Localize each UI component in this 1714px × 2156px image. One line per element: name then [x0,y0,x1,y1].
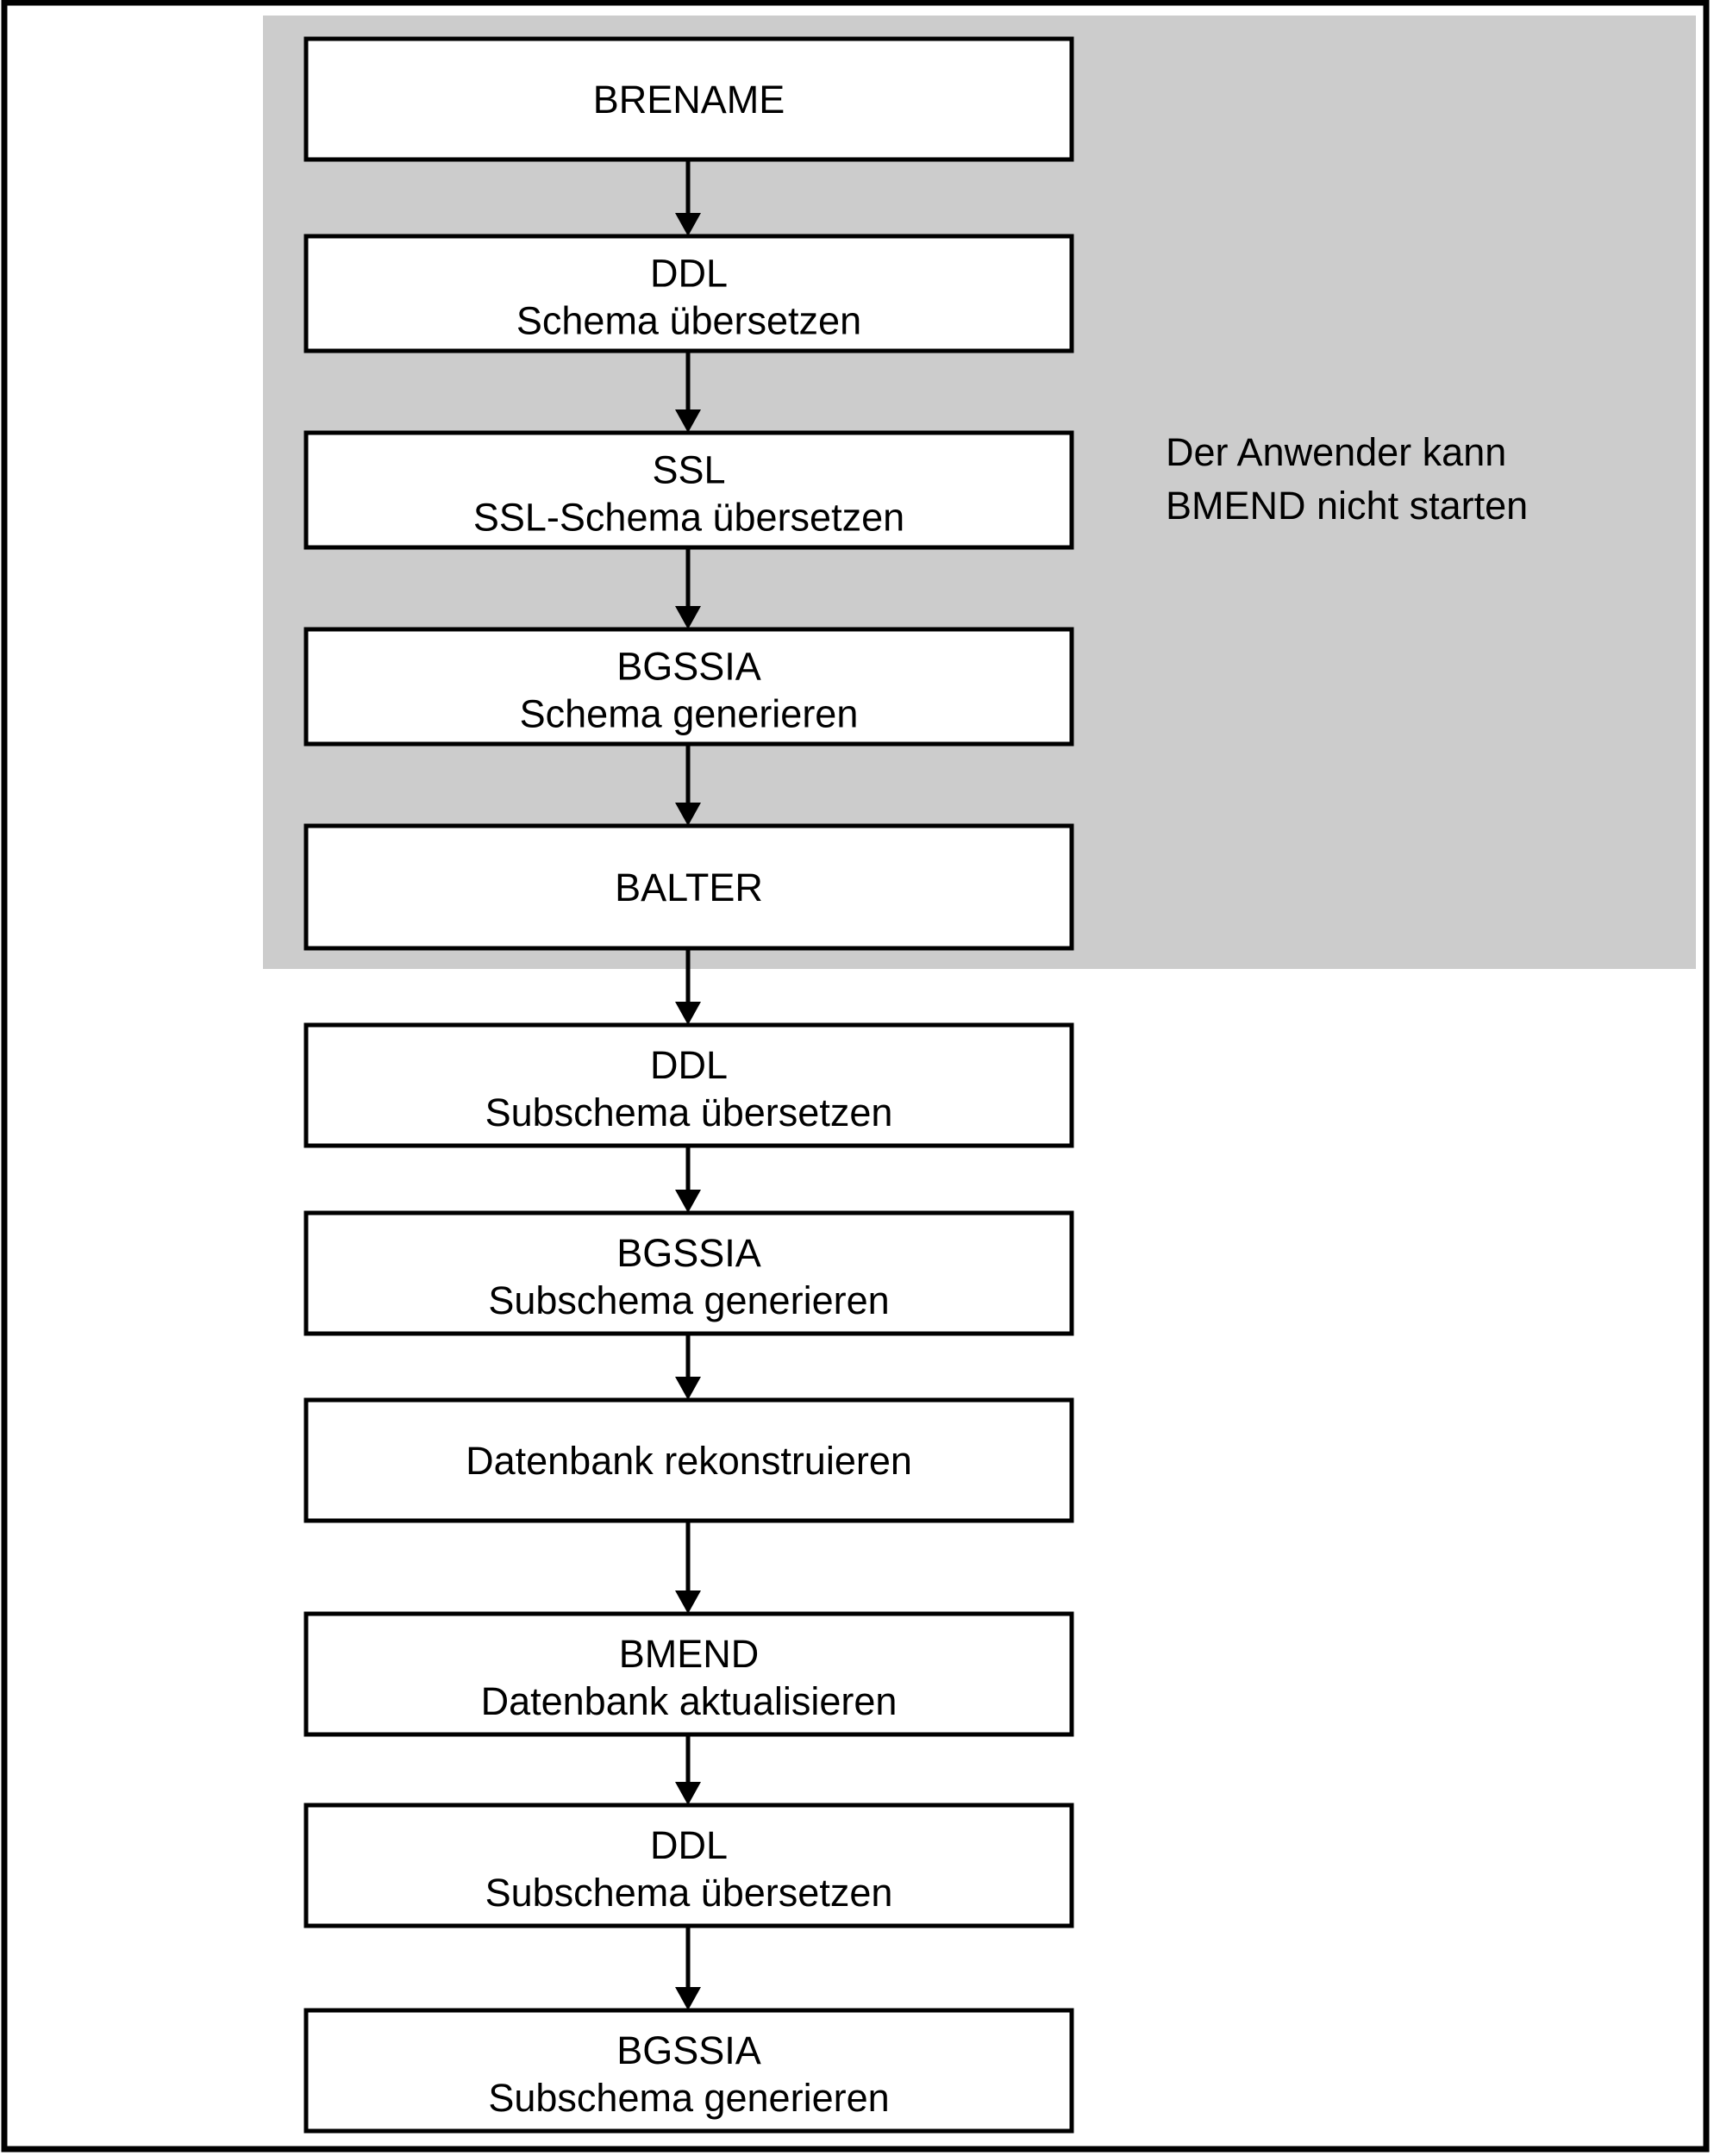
flow-arrow [675,1926,701,2010]
flow-node-balter[interactable]: BALTER [303,823,1074,951]
flow-arrow [675,547,701,629]
connectors-layer [675,159,701,2010]
arrow-head-icon [675,1987,701,2010]
node-subtitle: Subschema übersetzen [485,1090,893,1134]
node-box[interactable] [303,823,1074,951]
node-subtitle: SSL-Schema übersetzen [473,496,904,540]
node-box[interactable] [303,1210,1074,1336]
annotation-line-2: BMEND nicht starten [1166,484,1528,528]
node-box[interactable] [303,1397,1074,1523]
node-title: BMEND [619,1632,760,1676]
flow-arrow [675,159,701,236]
flow-node-datenbank-rekonstruieren[interactable]: Datenbank rekonstruieren [303,1397,1074,1523]
arrow-head-icon [675,1782,701,1805]
node-title: Datenbank rekonstruieren [466,1439,912,1483]
flow-arrow [675,1521,701,1614]
arrow-head-icon [675,409,701,433]
flow-arrow [675,1734,701,1805]
node-title: SSL [652,448,725,492]
node-box[interactable] [303,430,1074,550]
node-box[interactable] [303,1611,1074,1737]
flow-arrow [675,1334,701,1400]
arrow-head-icon [675,1377,701,1400]
node-box[interactable] [303,1022,1074,1148]
flow-arrow [675,744,701,826]
node-subtitle: Subschema generieren [488,2076,889,2120]
flow-node-brename[interactable]: BRENAME [303,36,1074,162]
node-subtitle: Datenbank aktualisieren [481,1679,898,1723]
flow-arrow [675,948,701,1025]
arrow-head-icon [675,803,701,826]
node-box[interactable] [303,234,1074,353]
arrow-head-icon [675,213,701,236]
node-title: DDL [650,1043,728,1087]
arrow-head-icon [675,1190,701,1213]
flow-arrow [675,1146,701,1213]
node-box[interactable] [303,2008,1074,2134]
flow-arrow [675,351,701,433]
node-title: DDL [650,1823,728,1867]
node-box[interactable] [303,1803,1074,1928]
node-subtitle: Schema generieren [520,692,859,736]
node-subtitle: Schema übersetzen [516,299,861,343]
node-title: BGSSIA [616,2028,761,2072]
node-box[interactable] [303,627,1074,747]
node-title: DDL [650,252,728,296]
node-title: BGSSIA [616,1231,761,1275]
node-subtitle: Subschema übersetzen [485,1871,893,1915]
arrow-head-icon [675,606,701,629]
node-title: BRENAME [593,78,785,122]
node-title: BGSSIA [616,645,761,689]
annotation-line-1: Der Anwender kann [1166,430,1506,474]
node-title: BALTER [615,866,763,909]
highlight-annotation: Der Anwender kann BMEND nicht starten [1166,430,1528,528]
node-subtitle: Subschema generieren [488,1278,889,1322]
arrow-head-icon [675,1002,701,1025]
arrow-head-icon [675,1590,701,1614]
node-box[interactable] [303,36,1074,162]
